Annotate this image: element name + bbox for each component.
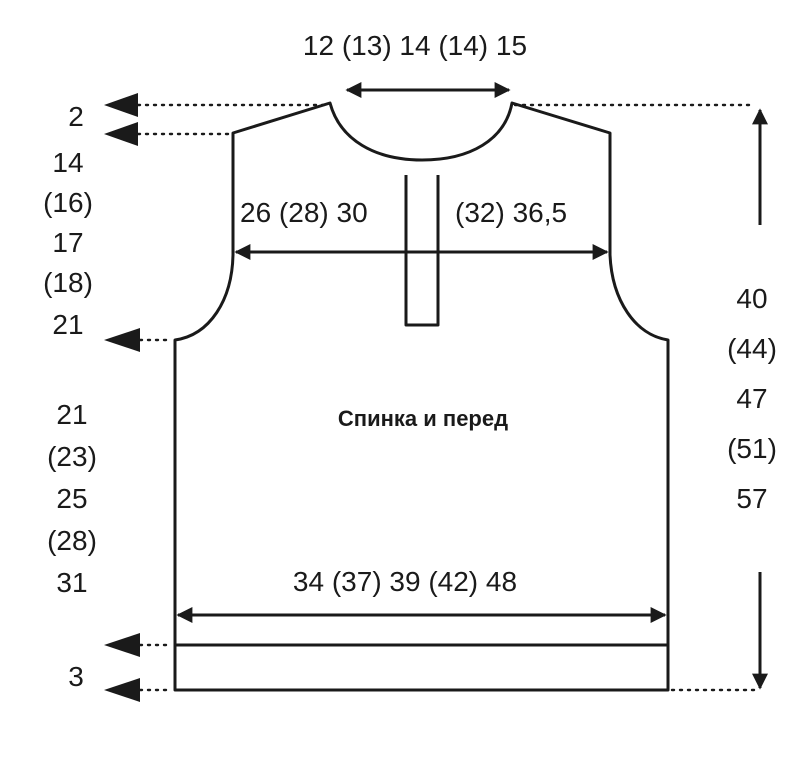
shoulder-slope-label: 2 xyxy=(68,101,84,132)
piece-title: Спинка и перед xyxy=(338,406,508,431)
armhole-size-5: 21 xyxy=(52,309,83,340)
bottom-width-label: 34 (37) 39 (42) 48 xyxy=(293,566,517,597)
armhole-size-4: (18) xyxy=(43,267,93,298)
armhole-size-3: 17 xyxy=(52,227,83,258)
neck-width-label: 12 (13) 14 (14) 15 xyxy=(303,30,527,61)
body-size-3: 25 xyxy=(56,483,87,514)
pointer-arrow-bottom xyxy=(104,678,140,702)
total-height-3: 47 xyxy=(736,383,767,414)
total-height-4: (51) xyxy=(727,433,777,464)
placket-outline xyxy=(404,175,440,327)
body-size-1: 21 xyxy=(56,399,87,430)
chest-left-label: 26 (28) 30 xyxy=(240,197,368,228)
total-height-2: (44) xyxy=(727,333,777,364)
garment-outline xyxy=(173,101,670,692)
chest-right-label: (32) 36,5 xyxy=(455,197,567,228)
body-size-2: (23) xyxy=(47,441,97,472)
pointer-arrow-shoulder xyxy=(104,122,138,146)
pointer-arrow-top xyxy=(104,93,138,117)
body-size-5: 31 xyxy=(56,567,87,598)
pointer-arrow-band xyxy=(104,633,140,657)
total-height-5: 57 xyxy=(736,483,767,514)
armhole-size-1: 14 xyxy=(52,147,83,178)
band-height-label: 3 xyxy=(68,661,84,692)
armhole-size-2: (16) xyxy=(43,187,93,218)
body-size-4: (28) xyxy=(47,525,97,556)
total-height-1: 40 xyxy=(736,283,767,314)
pointer-arrow-armhole xyxy=(104,328,140,352)
